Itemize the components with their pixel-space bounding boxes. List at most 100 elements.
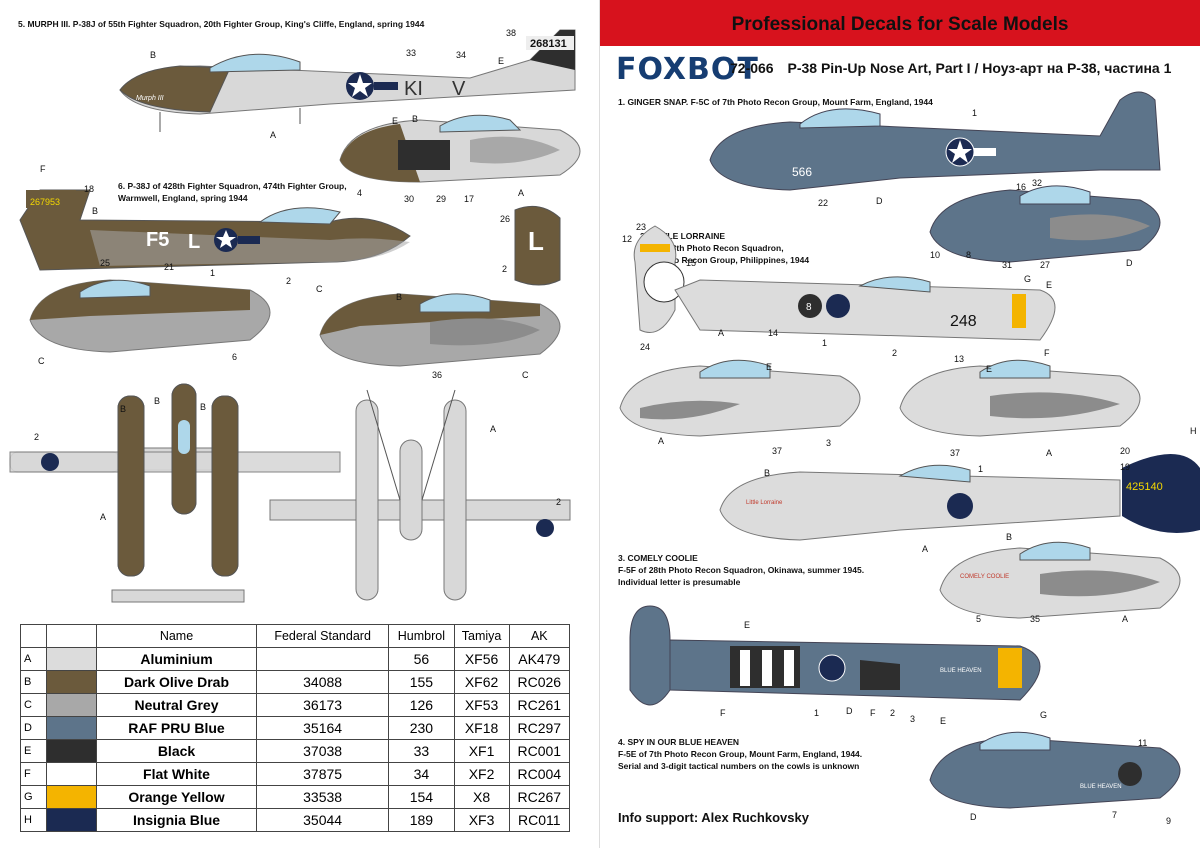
name-5: Murph III [136,95,164,102]
paint-ak: RC297 [508,715,571,740]
svg-text:15: 15 [686,258,696,268]
svg-text:E: E [940,716,946,726]
svg-text:21: 21 [164,262,174,272]
paint-table: Name Federal Standard Humbrol Tamiya AK … [20,624,571,832]
paint-fs: 37875 [255,761,390,786]
svg-text:B: B [200,402,206,412]
svg-text:H: H [1190,426,1197,436]
svg-text:1: 1 [978,464,983,474]
caption-scheme-2c: 6th Photo Recon Group, Philippines, 1944 [640,255,810,265]
svg-text:C: C [38,356,45,366]
paint-name: Flat White [96,761,257,786]
paint-name: Dark Olive Drab [96,669,257,694]
paint-humbrol: 189 [388,807,455,832]
paint-letter: H [20,807,47,832]
sheet-code: 72-066 [730,60,774,76]
paint-swatch-fill [47,739,96,762]
svg-text:E: E [498,56,504,66]
serial-2: 425140 [1126,481,1163,493]
left-page: 5. MURPH III. P-38J of 55th Fighter Squa… [9,19,581,832]
paint-fs [255,646,390,671]
paint-humbrol: 155 [388,669,455,694]
nose-6-right [319,293,561,367]
paint-name: Neutral Grey [96,692,257,717]
svg-text:7: 7 [1112,810,1117,820]
svg-text:33: 33 [406,48,416,58]
paint-fs: 35044 [255,807,390,832]
svg-text:1: 1 [972,108,977,118]
svg-text:B: B [154,396,160,406]
paint-swatch [46,807,97,832]
paint-swatch-fill [47,716,96,739]
paint-name: RAF PRU Blue [96,715,257,740]
paint-name: Black [96,738,257,763]
svg-text:D: D [876,196,883,206]
paint-swatch-fill [47,808,96,831]
paint-letter: G [20,784,47,809]
svg-text:8: 8 [966,250,971,260]
paint-name: Orange Yellow [96,784,257,809]
svg-text:34: 34 [456,50,466,60]
paint-letter: C [20,692,47,717]
svg-text:B: B [764,468,770,478]
col-ak: AK [508,624,571,648]
paint-tamiya: XF1 [453,738,510,763]
svg-text:B: B [396,292,402,302]
caption-scheme-6a: 6. P-38J of 428th Fighter Squadron, 474t… [118,181,347,191]
paint-humbrol: 230 [388,715,455,740]
nose-1-closeup [929,185,1161,263]
paint-fs: 35164 [255,715,390,740]
svg-text:27: 27 [1040,260,1050,270]
paint-ak: AK479 [508,646,571,671]
paint-humbrol: 126 [388,692,455,717]
badge-2: 8 [806,302,812,313]
nose-1: 566 [792,165,812,179]
svg-text:B: B [150,50,156,60]
name-4b: BLUE HEAVEN [1080,784,1122,790]
nose-6-left [29,279,271,353]
svg-text:D: D [1126,258,1133,268]
svg-text:26: 26 [500,214,510,224]
col-name: Name [96,624,257,648]
paint-name: Insignia Blue [96,807,257,832]
sheet-title: 72-066 P-38 Pin-Up Nose Art, Part I / Но… [730,60,1171,76]
svg-text:A: A [922,544,928,554]
plan-view-top [9,383,341,603]
svg-text:16: 16 [1016,182,1026,192]
svg-text:10: 10 [930,250,940,260]
page-divider [599,0,600,848]
svg-text:A: A [1122,614,1128,624]
svg-text:F: F [40,164,46,174]
paint-letter: E [20,738,47,763]
paint-fs: 33538 [255,784,390,809]
paint-humbrol: 34 [388,761,455,786]
code-5a: KI [404,78,423,100]
svg-text:14: 14 [768,328,778,338]
sheet-name: P-38 Pin-Up Nose Art, Part I / Ноуз-арт … [787,60,1172,76]
info-credit: Info support: Alex Ruchkovsky [618,810,809,825]
svg-text:17: 17 [464,194,474,204]
svg-text:2: 2 [286,276,291,286]
svg-text:A: A [270,130,276,140]
paint-swatch [46,761,97,786]
svg-text:2: 2 [892,348,897,358]
svg-text:A: A [490,424,496,434]
col-fs: Federal Standard [255,624,390,648]
serial-5: 268131 [530,38,567,50]
paint-swatch-fill [47,762,96,785]
svg-text:3: 3 [910,714,915,724]
svg-text:F: F [1044,348,1050,358]
svg-text:20: 20 [1120,446,1130,456]
svg-text:22: 22 [818,198,828,208]
svg-text:29: 29 [436,194,446,204]
paint-ak: RC267 [508,784,571,809]
svg-text:30: 30 [404,194,414,204]
code-6b: L [188,231,200,253]
paint-fs: 36173 [255,692,390,717]
caption-scheme-1: 1. GINGER SNAP. F-5C of 7th Photo Recon … [618,97,933,107]
